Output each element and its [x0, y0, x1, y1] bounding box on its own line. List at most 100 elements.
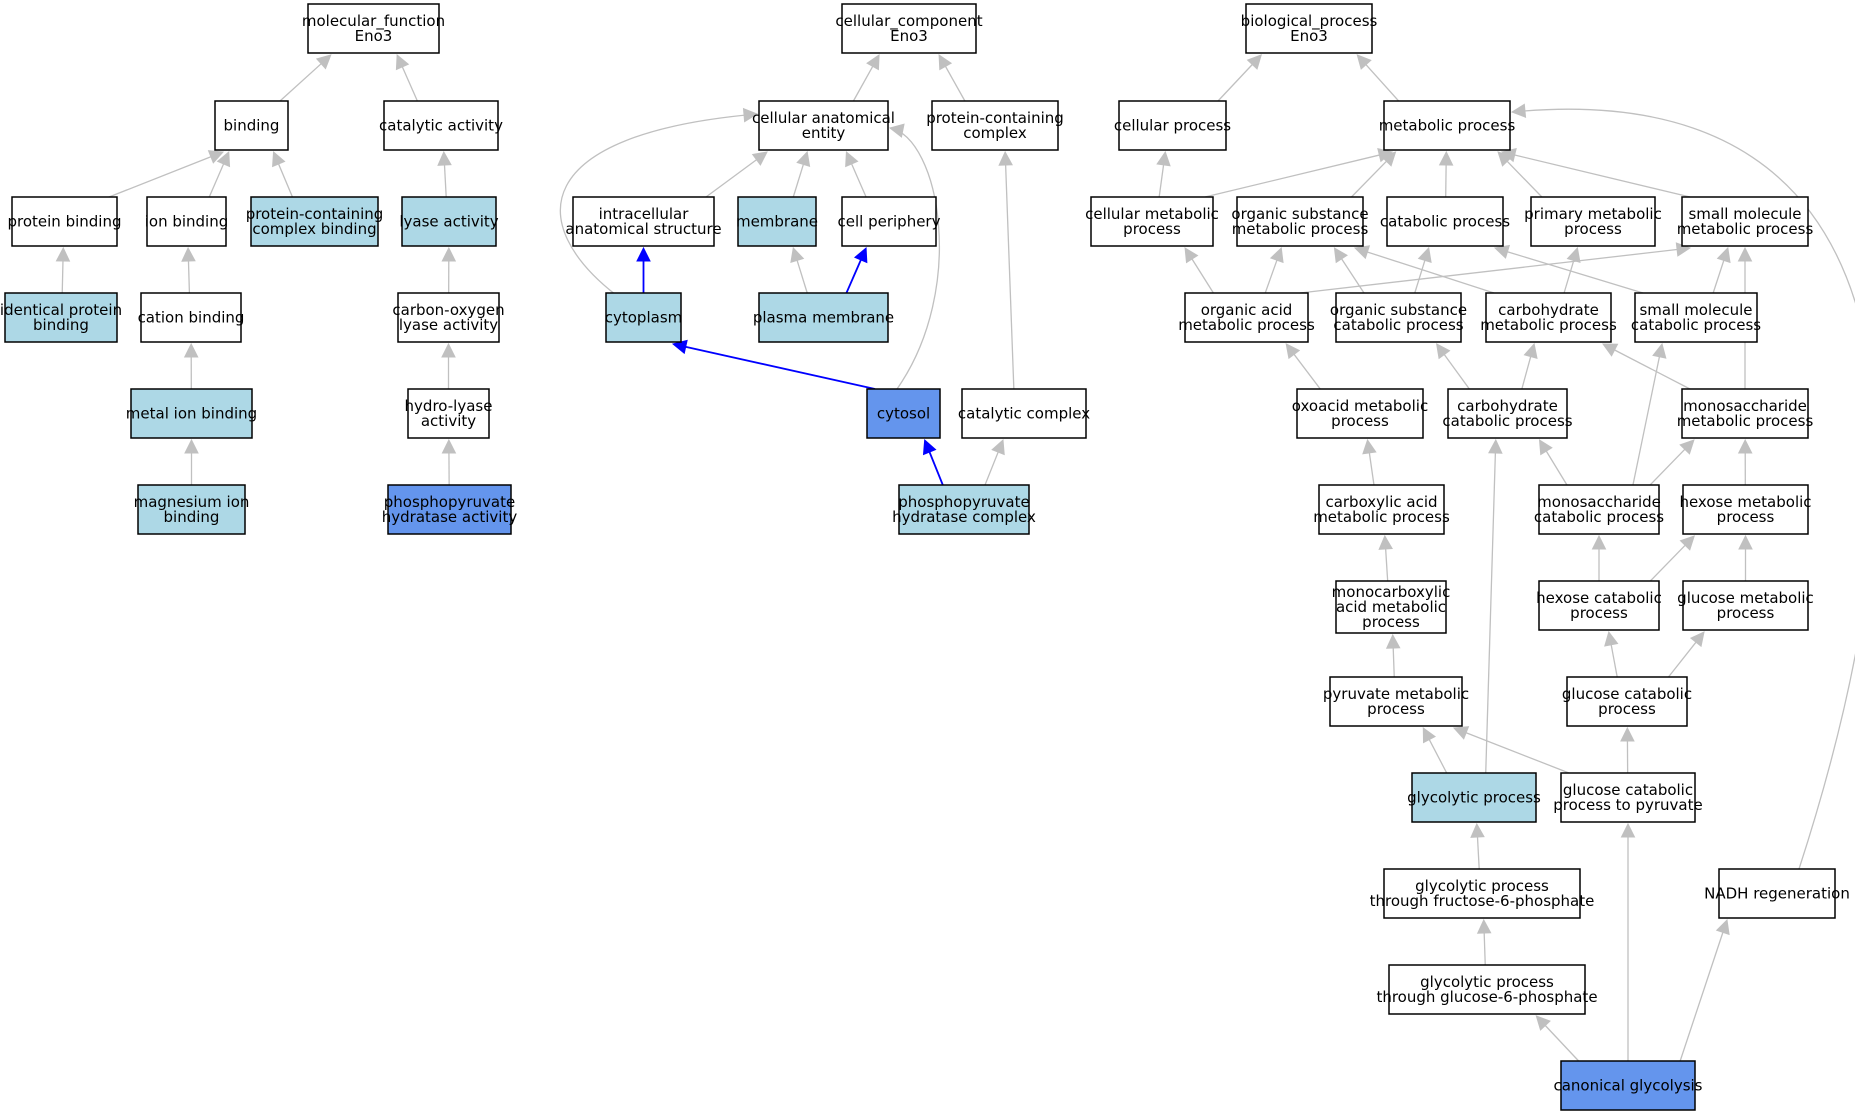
node-catalytic_complex[interactable]: catalytic complex: [958, 388, 1090, 439]
edge-pph_complex-to-cytosol: [922, 438, 944, 486]
node-cellular_process[interactable]: cellular process: [1114, 100, 1231, 151]
edge-arrowhead: [853, 246, 868, 264]
node-box: [1245, 3, 1373, 54]
node-canonical[interactable]: canonical glycolysis: [1553, 1060, 1703, 1111]
node-glycolytic[interactable]: glycolytic process: [1407, 772, 1541, 823]
node-label: process: [1362, 613, 1420, 631]
edge-line: [1264, 259, 1278, 294]
node-label: cellular anatomical: [752, 109, 895, 127]
edge-mcamp-to-camp: [1378, 534, 1393, 582]
edge-line: [1649, 544, 1687, 582]
node-label: carbohydrate: [1457, 397, 1558, 415]
node-cell_periphery[interactable]: cell periphery: [838, 196, 941, 247]
node-catabolic_process[interactable]: catabolic process: [1380, 196, 1510, 247]
edge-line: [1366, 251, 1495, 294]
edge-line: [1476, 835, 1480, 870]
node-cytoplasm[interactable]: cytoplasm: [605, 292, 683, 343]
node-box: [898, 484, 1030, 535]
node-box: [1296, 388, 1424, 439]
edge-line: [845, 258, 863, 294]
node-box: [1335, 580, 1447, 634]
node-ion_binding[interactable]: ion binding: [145, 196, 229, 247]
edge-line: [1190, 257, 1214, 294]
node-membrane[interactable]: membrane: [736, 196, 818, 247]
node-label: cation binding: [138, 309, 245, 327]
node-label: catalytic complex: [958, 405, 1090, 423]
node-plasma_membrane[interactable]: plasma membrane: [753, 292, 894, 343]
edge-arrowhead: [1602, 343, 1619, 357]
edge-canonical-to-glc_to_pyr: [1620, 822, 1636, 1061]
node-box: [1538, 484, 1660, 535]
node-binding[interactable]: binding: [214, 100, 289, 151]
node-box: [1530, 196, 1656, 247]
edge-arrowhead: [1620, 726, 1635, 742]
node-label: metabolic process: [1677, 220, 1814, 238]
edge-line: [1340, 257, 1365, 294]
node-box: [383, 100, 499, 151]
node-label: metal ion binding: [126, 405, 257, 423]
node-label: process: [1564, 220, 1622, 238]
edge-line: [850, 162, 867, 198]
node-nadh[interactable]: NADH regeneration: [1704, 868, 1850, 919]
edge-line: [443, 163, 447, 198]
node-label: complex binding: [252, 220, 376, 238]
edge-arrowhead: [1269, 246, 1284, 264]
node-cytosol[interactable]: cytosol: [866, 388, 941, 439]
edge-pcc-to-cc_root: [938, 54, 966, 102]
edge-line: [1158, 163, 1165, 198]
node-lyase_activity[interactable]: lyase activity: [399, 196, 499, 247]
node-label: organic substance: [1231, 205, 1368, 223]
node-protein_binding[interactable]: protein binding: [7, 196, 122, 247]
node-label: carbon-oxygen: [392, 301, 504, 319]
node-metal_ion_binding[interactable]: metal ion binding: [126, 388, 257, 439]
edge-line: [1368, 451, 1375, 486]
edge-line: [1613, 348, 1691, 390]
edge-arrowhead: [1417, 246, 1432, 264]
edge-magnesium_ion_binding-to-metal_ion_binding: [184, 438, 199, 485]
edge-arrowhead: [1738, 534, 1753, 550]
edge-membrane-to-cae: [792, 150, 811, 198]
node-cation_binding[interactable]: cation binding: [138, 292, 245, 343]
edge-arrowhead: [181, 246, 196, 262]
edge-binding-to-mf_root: [279, 54, 332, 102]
edge-arrowhead: [1362, 438, 1377, 455]
node-catalytic_activity[interactable]: catalytic activity: [379, 100, 503, 151]
node-metabolic_process[interactable]: metabolic process: [1379, 100, 1516, 151]
